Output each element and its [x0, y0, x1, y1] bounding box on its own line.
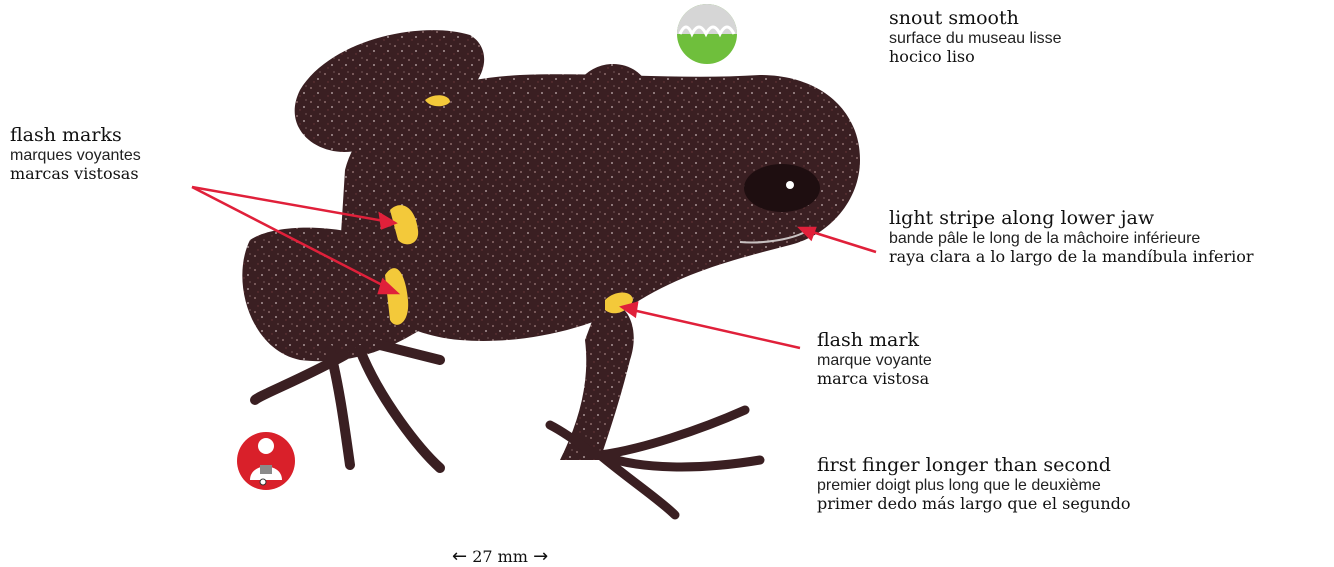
label-flash-marks: flash marks marques voyantes marcas vist… — [10, 125, 141, 184]
frog-eye-highlight — [786, 181, 794, 189]
label-finger-fr: premier doigt plus long que le deuxième — [817, 477, 1131, 495]
scale-bar: ← 27 mm → — [452, 546, 548, 567]
label-flash-marks-fr: marques voyantes — [10, 147, 141, 165]
label-finger-es: primer dedo más largo que el segundo — [817, 495, 1131, 513]
snout-smooth-icon — [677, 4, 737, 64]
label-snout-es: hocico liso — [889, 48, 1062, 66]
label-flash-marks-es: marcas vistosas — [10, 165, 141, 183]
label-flash-marks-en: flash marks — [10, 125, 141, 147]
scale-value: 27 mm — [472, 547, 528, 566]
scale-left-arrow: ← — [452, 546, 467, 567]
observer-badge-icon — [237, 432, 295, 490]
label-jaw-stripe-es: raya clara a lo largo de la mandíbula in… — [889, 248, 1254, 266]
label-jaw-stripe-fr: bande pâle le long de la mâchoire inféri… — [889, 230, 1254, 248]
pointer-flash-mark — [628, 309, 800, 348]
pointer-jaw-stripe — [806, 230, 876, 252]
scale-right-arrow: → — [533, 546, 548, 567]
label-flash-mark: flash mark marque voyante marca vistosa — [817, 330, 932, 389]
label-snout-fr: surface du museau lisse — [889, 30, 1062, 48]
label-flash-mark-en: flash mark — [817, 330, 932, 352]
label-finger-en: first finger longer than second — [817, 455, 1131, 477]
frog-eye — [744, 164, 820, 212]
label-snout: snout smooth surface du museau lisse hoc… — [889, 8, 1062, 67]
label-snout-en: snout smooth — [889, 8, 1062, 30]
label-finger: first finger longer than second premier … — [817, 455, 1131, 514]
label-flash-mark-fr: marque voyante — [817, 352, 932, 370]
label-flash-mark-es: marca vistosa — [817, 370, 932, 388]
label-jaw-stripe: light stripe along lower jaw bande pâle … — [889, 208, 1254, 267]
label-jaw-stripe-en: light stripe along lower jaw — [889, 208, 1254, 230]
